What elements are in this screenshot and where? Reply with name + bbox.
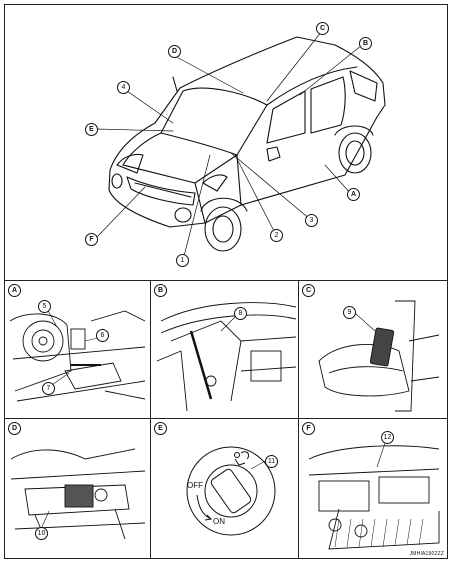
callout-letter: E bbox=[85, 123, 98, 136]
panel-label: F bbox=[302, 422, 315, 435]
panel-label: E bbox=[154, 422, 167, 435]
callout-number: 7 bbox=[42, 382, 55, 395]
vehicle-overview: D C B E F A 4 1 2 3 bbox=[5, 5, 447, 279]
callout-letter: C bbox=[316, 22, 329, 35]
detail-panel-d: D 10 bbox=[5, 419, 150, 559]
divider bbox=[4, 418, 448, 419]
vehicle-drawing bbox=[95, 30, 386, 261]
panel-label: D bbox=[8, 422, 21, 435]
callout-letter: B bbox=[359, 37, 372, 50]
callout-number: 11 bbox=[265, 455, 278, 468]
panel-a-drawing bbox=[9, 304, 146, 402]
divider bbox=[298, 280, 299, 559]
callout-letter: D bbox=[168, 45, 181, 58]
callout-number: 9 bbox=[343, 306, 356, 319]
detail-panel-f: F 12 bbox=[299, 419, 447, 559]
panel-label: A bbox=[8, 284, 21, 297]
panel-b-drawing bbox=[156, 302, 297, 412]
callout-number: 5 bbox=[38, 300, 51, 313]
callout-number: 3 bbox=[305, 214, 318, 227]
callout-number: 12 bbox=[381, 431, 394, 444]
callout-number: 1 bbox=[176, 254, 189, 267]
detail-panel-a: A 5 6 7 bbox=[5, 281, 150, 418]
switch-on-label: ON bbox=[213, 517, 225, 526]
panel-c-drawing bbox=[318, 300, 440, 412]
panel-label: B bbox=[154, 284, 167, 297]
detail-panel-c: C 9 bbox=[299, 281, 447, 418]
detail-panel-e: E 11 OFF ON bbox=[151, 419, 298, 559]
callout-letter: A bbox=[347, 188, 360, 201]
switch-off-label: OFF bbox=[187, 481, 203, 490]
callout-number: 10 bbox=[35, 527, 48, 540]
panel-d-drawing bbox=[10, 448, 146, 540]
divider bbox=[4, 280, 448, 281]
callout-number: 8 bbox=[234, 307, 247, 320]
panel-f-drawing bbox=[308, 442, 440, 550]
figure-code: JMHIA1902ZZ bbox=[409, 551, 444, 557]
figure-frame bbox=[4, 4, 448, 559]
detail-panel-b: B 8 bbox=[151, 281, 298, 418]
callout-letter: F bbox=[85, 233, 98, 246]
callout-number: 4 bbox=[117, 81, 130, 94]
panel-label: C bbox=[302, 284, 315, 297]
divider bbox=[150, 280, 151, 559]
panel-e-drawing bbox=[186, 446, 276, 536]
callout-number: 2 bbox=[270, 229, 283, 242]
callout-number: 6 bbox=[96, 329, 109, 342]
